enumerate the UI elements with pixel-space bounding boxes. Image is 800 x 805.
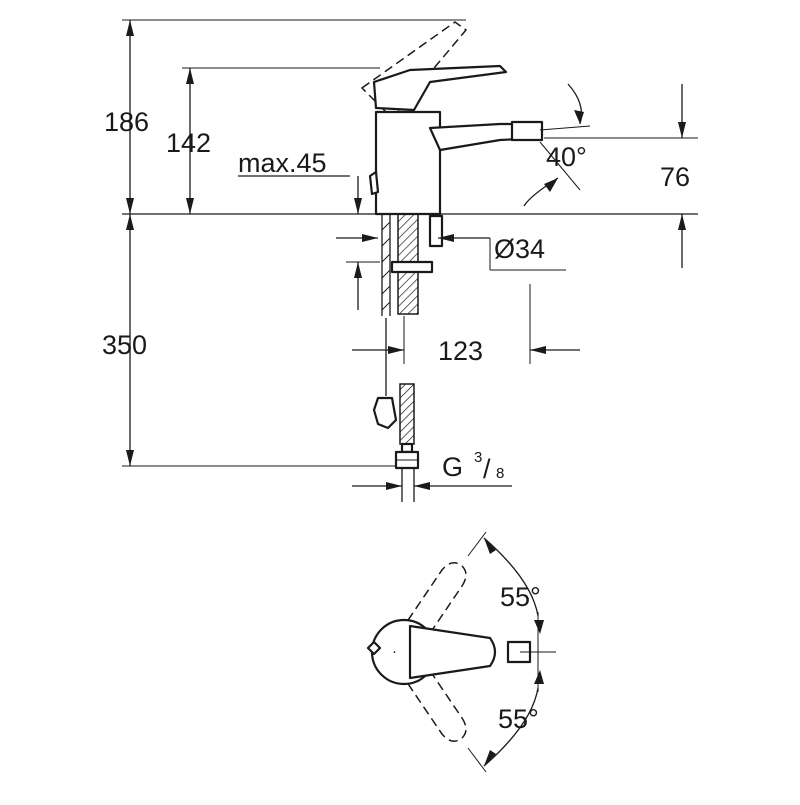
popup-rod [368, 170, 380, 196]
total-height-dimension: 186 [104, 19, 466, 214]
spout-height-dimension: 142 [166, 67, 380, 214]
rotation-lower-label: 55° [498, 704, 539, 734]
spout-aerator [510, 120, 544, 142]
popup-knob [372, 396, 398, 430]
connection-type-label: G [442, 452, 463, 482]
top-popup [366, 640, 382, 656]
flex-hose [399, 383, 415, 445]
faucet-lever [372, 64, 508, 112]
total-height-label: 186 [104, 107, 149, 137]
outlet-height-label: 76 [660, 162, 690, 192]
supply-hose [372, 318, 420, 502]
projection-dimension: 123 [352, 284, 580, 366]
faucet-top-lever [408, 624, 497, 680]
spout-angle-label: 40° [546, 142, 587, 172]
side-view: 186 142 max.45 [102, 19, 698, 502]
spout-angle-dimension: 40° [523, 83, 591, 207]
supply-length-dimension: 350 [102, 214, 400, 467]
projection-label: 123 [438, 336, 483, 366]
outlet-height-dimension: 76 [544, 84, 698, 268]
mounting-nut [390, 260, 434, 274]
connection-slash: / [483, 454, 491, 484]
mounting-assembly [356, 213, 444, 316]
top-view: · 55° 55° [366, 531, 556, 773]
hole-diameter-dimension: Ø34 [336, 234, 566, 271]
connection-dimension: G 3 / 8 [352, 449, 512, 490]
rotation-lower-dimension: 55° [467, 670, 544, 773]
deck-thickness-label: max.45 [238, 148, 327, 178]
rotation-upper-dimension: 55° [467, 531, 544, 692]
hole-diameter-label: Ø34 [494, 234, 545, 264]
faucet-body [360, 21, 544, 216]
connection-denominator: 8 [496, 465, 504, 482]
deck-thickness-dimension: max.45 [238, 148, 380, 310]
connection-numerator: 3 [474, 449, 482, 466]
lever-rotation-lower [399, 655, 467, 742]
lever-rotation-upper [399, 562, 467, 649]
rotation-upper-label: 55° [500, 582, 541, 612]
brand-mark: · [392, 643, 397, 660]
supply-length-label: 350 [102, 330, 147, 360]
spout-height-label: 142 [166, 128, 211, 158]
